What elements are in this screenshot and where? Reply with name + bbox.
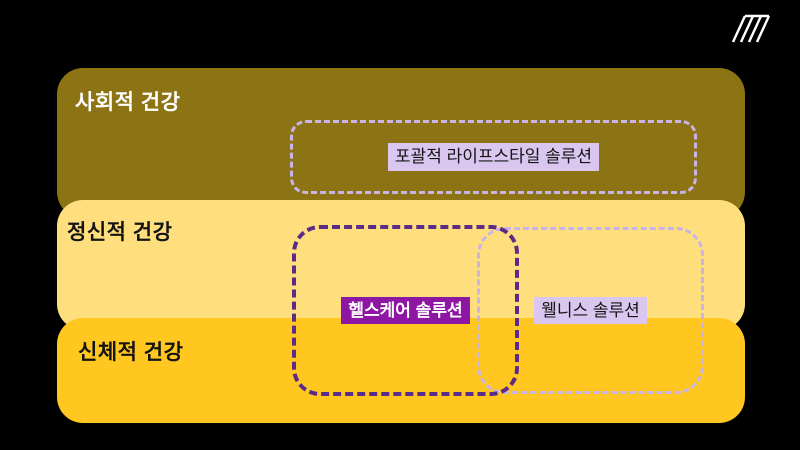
lifestyle-solution-label: 포괄적 라이프스타일 솔루션 — [387, 143, 600, 171]
brand-logo-icon — [730, 14, 772, 44]
wellness-solution-label: 웰니스 솔루션 — [534, 296, 647, 325]
band-label-social-health: 사회적 건강 — [75, 91, 181, 114]
band-label-mental-health: 정신적 건강 — [67, 221, 173, 244]
band-physical-health — [57, 318, 745, 423]
lifestyle-solution-box: 포괄적 라이프스타일 솔루션 — [290, 120, 697, 194]
wellness-solution-box: 웰니스 솔루션 — [477, 227, 704, 394]
healthcare-solution-label: 헬스케어 솔루션 — [341, 296, 470, 325]
band-label-physical-health: 신체적 건강 — [78, 341, 184, 364]
healthcare-solution-box: 헬스케어 솔루션 — [292, 225, 519, 396]
